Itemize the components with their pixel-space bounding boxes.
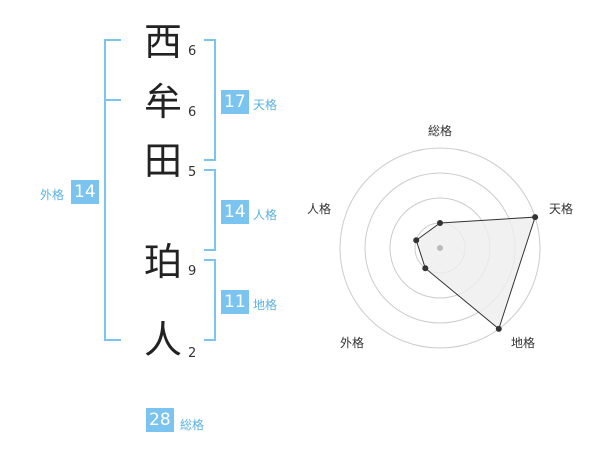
radar-point-3: [495, 325, 502, 332]
gaikaku-label: 外格: [40, 188, 65, 202]
radar-label-tenkaku: 天格: [549, 202, 574, 216]
radar-label-soukaku: 総格: [428, 124, 453, 138]
radar-polygon: [415, 216, 536, 330]
stroke-count-2: 6: [188, 105, 197, 120]
soukaku-label: 総格: [180, 418, 205, 432]
jinkaku-value: 14: [221, 200, 249, 224]
stroke-count-1: 6: [188, 44, 197, 59]
name-char-2: 牟: [143, 80, 182, 124]
name-char-3: 田: [143, 139, 182, 183]
name-char-4: 珀: [143, 240, 182, 284]
gaikaku-bracket: [104, 39, 121, 341]
tenkaku-value: 17: [221, 90, 249, 114]
tenkaku-label: 天格: [253, 98, 278, 112]
stroke-count-4: 9: [188, 264, 197, 279]
chikaku-bracket: [204, 259, 216, 341]
radar-point-5: [413, 237, 420, 244]
radar-label-chikaku: 地格: [511, 336, 536, 350]
soukaku-value: 28: [146, 408, 174, 432]
jinkaku-label: 人格: [253, 208, 278, 222]
name-char-1: 西: [143, 20, 182, 64]
radar-point-4: [422, 265, 429, 272]
chikaku-value: 11: [221, 290, 249, 314]
gaikaku-value: 14: [71, 180, 99, 204]
stroke-count-5: 2: [188, 346, 197, 361]
radar-center: [437, 245, 443, 251]
radar-point-1: [437, 220, 443, 226]
name-char-5: 人: [143, 318, 182, 362]
radar-point-2: [532, 214, 539, 221]
radar-label-gaikaku: 外格: [340, 336, 365, 350]
tenkaku-bracket: [204, 39, 216, 161]
chikaku-label: 地格: [253, 298, 278, 312]
stroke-count-3: 5: [188, 165, 197, 180]
radar-label-jinkaku: 人格: [307, 202, 332, 216]
jinkaku-bracket: [204, 169, 216, 251]
radar-ring: [339, 147, 541, 349]
